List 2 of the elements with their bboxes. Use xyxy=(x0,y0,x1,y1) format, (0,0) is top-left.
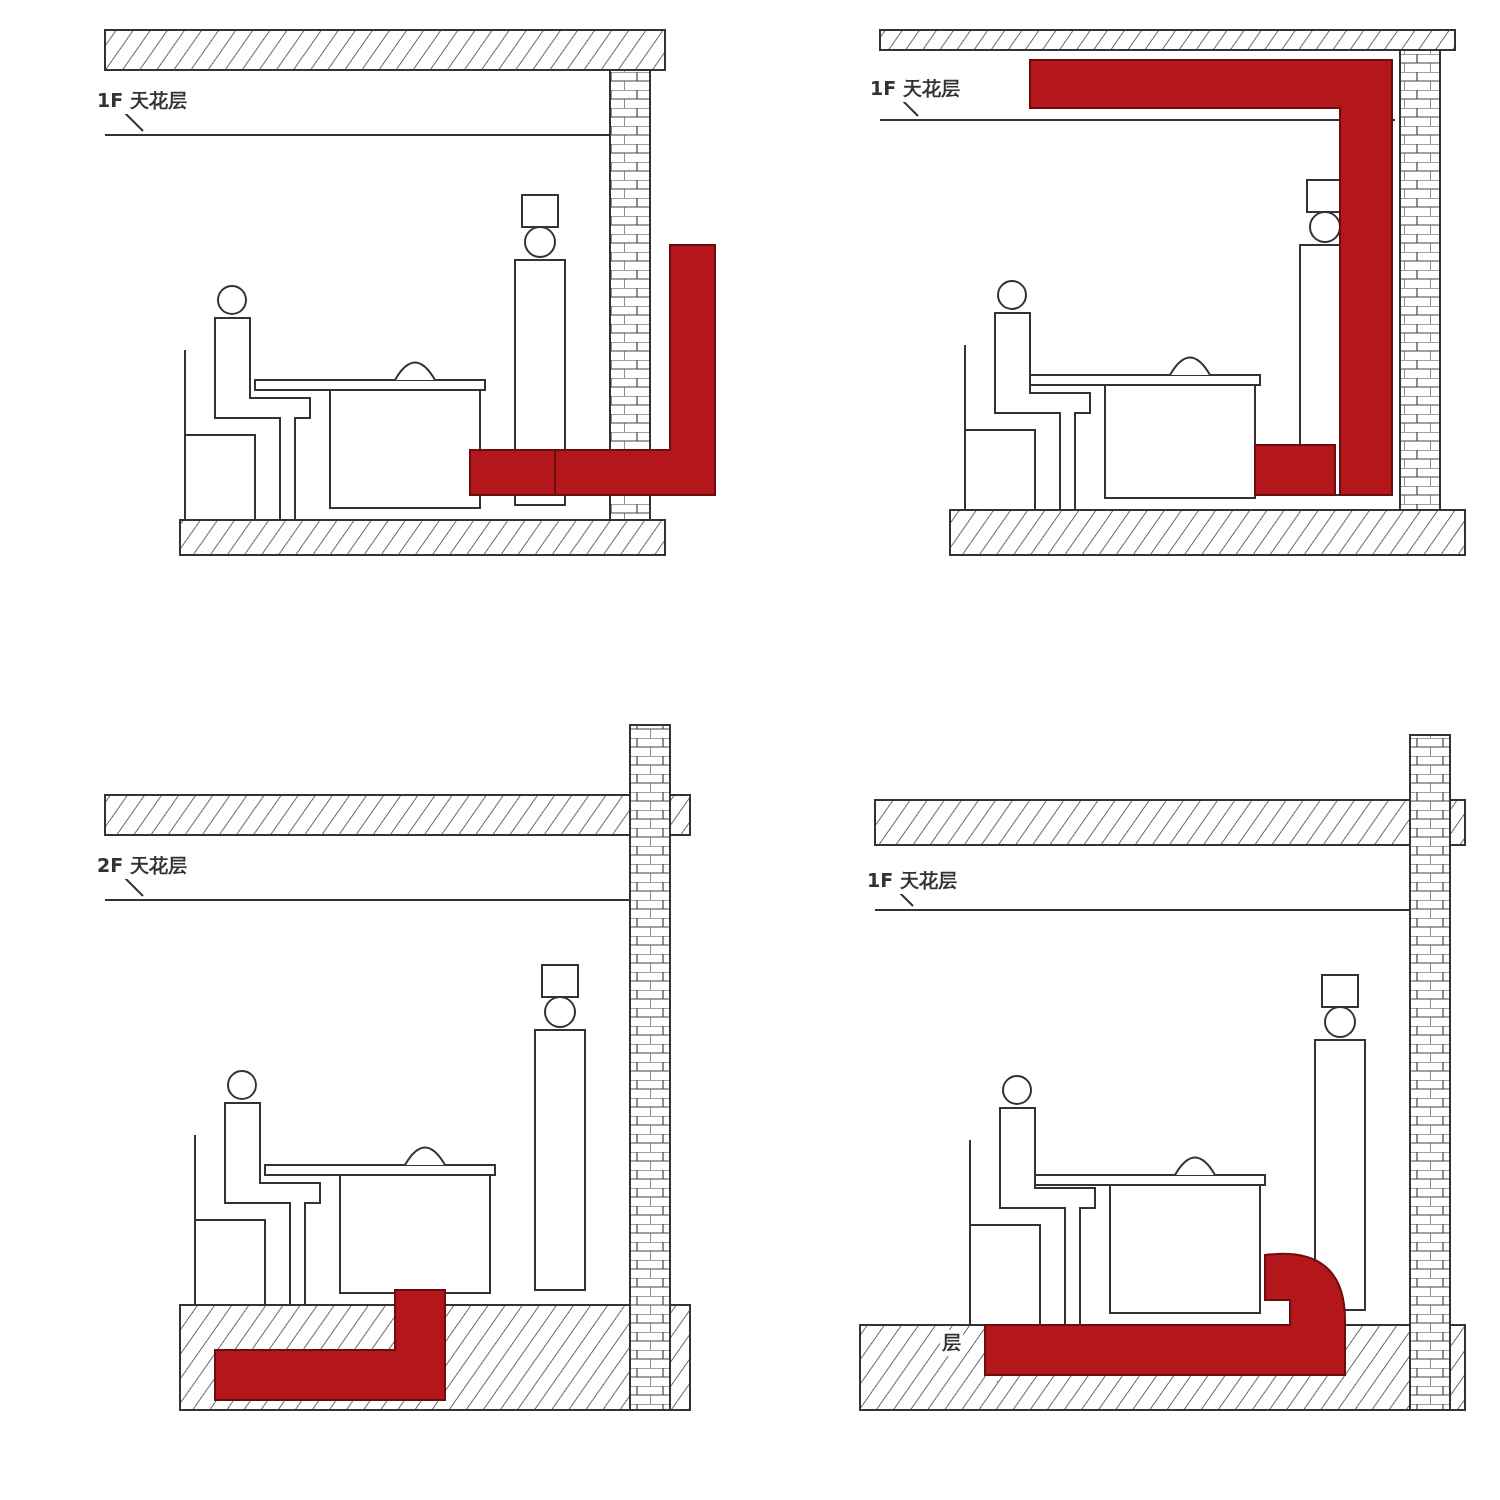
floor-label: 2F 天花层 xyxy=(95,853,189,879)
floor-label: 层 xyxy=(940,1330,963,1356)
